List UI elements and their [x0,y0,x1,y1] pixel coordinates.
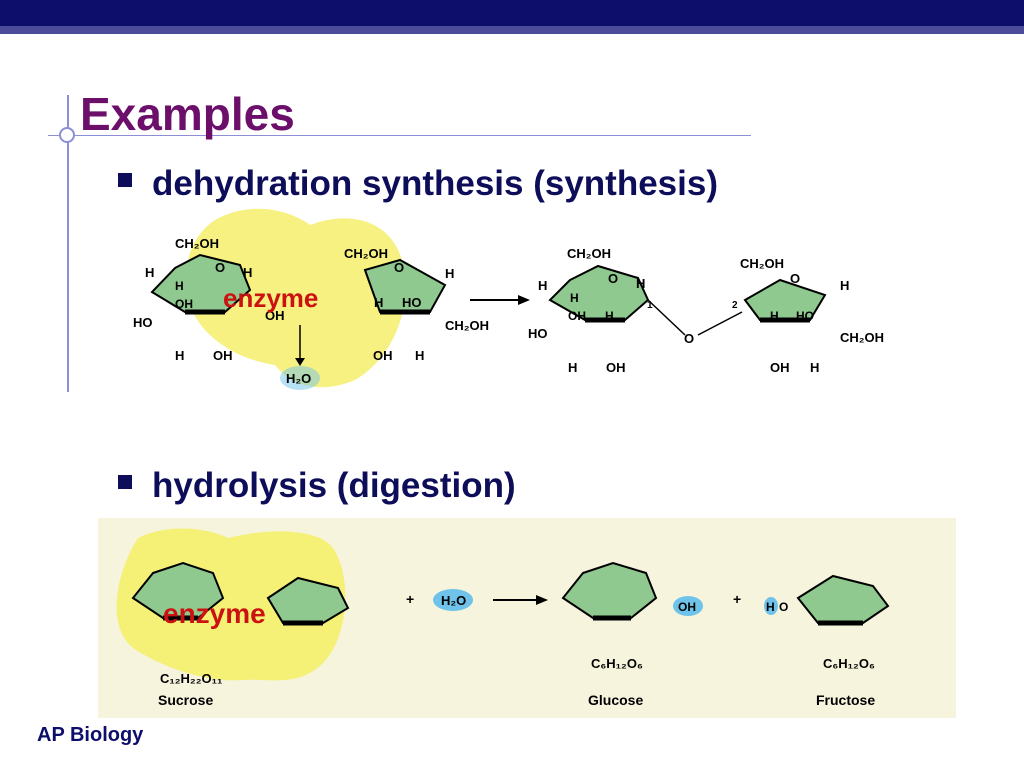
dehydration-diagram: CH₂OH H O H H OH HO H OH OH CH₂OH O H H … [133,208,884,390]
label-h: H [636,276,645,291]
label-h: H [374,295,383,310]
label-h: H [810,360,819,375]
label-oh: OH [606,360,626,375]
label-h: H [570,291,579,305]
plus-sign: + [733,591,741,607]
enzyme-highlight [185,208,406,388]
bullet-label: dehydration synthesis (synthesis) [152,164,718,203]
label-oh: OH [213,348,233,363]
bullet-hydrolysis: hydrolysis (digestion) [118,466,516,506]
label-oh: OH [175,297,193,311]
glucose-formula: C₆H₁₂O₆ [591,656,643,671]
glycosidic-oxygen: O [684,331,694,346]
label-ho: HO [796,309,814,323]
label-ch2oh: CH₂OH [445,318,489,333]
fructose-h: H [766,600,775,614]
label-h: H [445,266,454,281]
glucose-oh: OH [678,600,696,614]
sucrose-formula: C₁₂H₂₂O₁₁ [160,671,222,686]
label-oh: OH [770,360,790,375]
plus-sign: + [406,591,414,607]
footer-course-label: AP Biology [37,724,144,746]
sucrose-glucose-ring [131,561,225,619]
slide-title: Examples [80,88,295,140]
label-h: H [175,279,184,293]
bullet-square-icon [118,172,132,187]
bullet-square-icon [118,474,132,489]
top-banner [0,0,1024,26]
fructose-o: O [779,600,788,614]
hydrolysis-diagram: C₁₂H₂₂O₁₁ Sucrose enzyme + H₂O OH C₆H₁₂O… [98,518,956,718]
fructose-label: Fructose [816,692,875,708]
label-ch2oh: CH₂OH [344,246,388,261]
product-fructose-ring [743,278,827,321]
water-released: H₂O [286,371,311,386]
label-h: H [145,265,154,280]
label-h: H [175,348,184,363]
label-h: H [415,348,424,363]
glucose-ring-left [150,253,252,313]
label-h: H [538,278,547,293]
label-h: H [243,265,252,280]
fructose-ring-right [363,258,447,313]
label-o: O [608,271,618,286]
label-o: O [394,260,404,275]
label-ho: HO [133,315,153,330]
label-oh: OH [373,348,393,363]
label-h: H [605,309,614,323]
decorative-vertical-line [67,95,69,392]
bullet-label: hydrolysis (digestion) [152,466,516,505]
top-banner-stripe [0,26,1024,34]
water-molecule: H₂O [441,593,466,608]
decorative-crosshair-icon [59,127,75,143]
fructose-formula: C₆H₁₂O₆ [823,656,875,671]
label-h: H [840,278,849,293]
product-glucose-ring [548,264,650,321]
label-oh: OH [568,309,586,323]
label-carbon-1: 1 [647,300,653,311]
bullet-dehydration: dehydration synthesis (synthesis) [118,164,718,204]
label-oh: OH [265,308,285,323]
label-h: H [568,360,577,375]
label-ch2oh: CH₂OH [175,236,219,251]
label-ho: HO [528,326,548,341]
label-ch2oh: CH₂OH [840,330,884,345]
glucose-label: Glucose [588,692,643,708]
label-o: O [215,260,225,275]
sucrose-label: Sucrose [158,692,213,708]
label-o: O [790,271,800,286]
label-ho: HO [402,295,422,310]
label-ch2oh: CH₂OH [740,256,784,271]
glucose-ring [561,561,658,619]
label-ch2oh: CH₂OH [567,246,611,261]
enzyme-label: enzyme [163,598,266,629]
enzyme-label: enzyme [223,283,318,313]
label-h: H [770,309,779,323]
decorative-horizontal-line [48,135,751,136]
label-carbon-2: 2 [732,300,738,311]
